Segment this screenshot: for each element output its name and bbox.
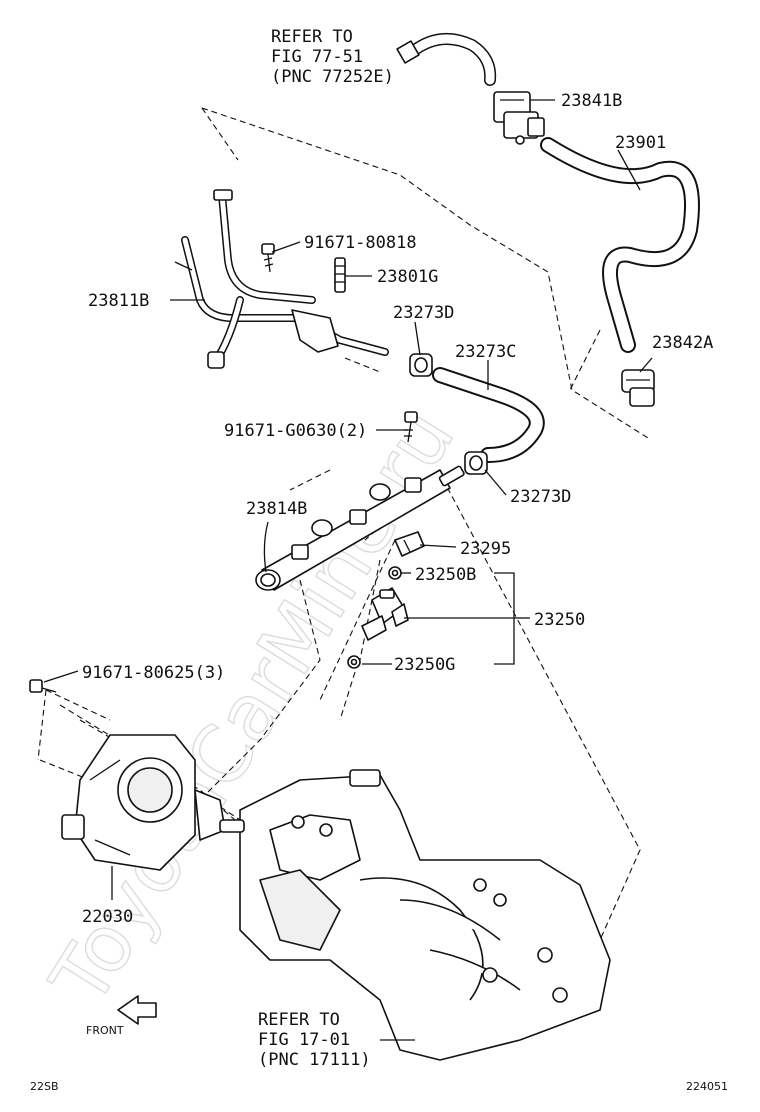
label-91671-80818[interactable]: 91671-80818	[304, 233, 417, 253]
label-23901[interactable]: 23901	[615, 133, 666, 153]
fuel-injector-23250	[361, 587, 409, 641]
reference-bottom-line3: (PNC 17111)	[258, 1050, 371, 1070]
label-23814b[interactable]: 23814B	[246, 499, 307, 519]
label-23842a[interactable]: 23842A	[652, 333, 713, 353]
bolt-91671-80818	[261, 243, 275, 273]
stud-23801g	[334, 257, 346, 293]
footer-code-right: 224051	[686, 1080, 728, 1093]
o-ring-23250g	[347, 655, 361, 669]
label-23273d-bottom[interactable]: 23273D	[510, 487, 571, 507]
vsv-connector-23841b	[493, 91, 545, 145]
o-ring-23250b	[388, 566, 402, 580]
label-23295[interactable]: 23295	[460, 539, 511, 559]
fuel-hose-23273c	[432, 367, 545, 463]
label-23801g[interactable]: 23801G	[377, 267, 438, 287]
label-23250g[interactable]: 23250G	[394, 655, 455, 675]
clip-23295	[394, 531, 425, 557]
label-23250b[interactable]: 23250B	[415, 565, 476, 585]
intake-manifold	[219, 769, 611, 1061]
front-label: FRONT	[86, 1024, 124, 1037]
label-23841b[interactable]: 23841B	[561, 91, 622, 111]
reference-bottom-line1: REFER TO	[258, 1010, 340, 1030]
footer-code-left: 22SB	[30, 1080, 59, 1093]
label-23273c[interactable]: 23273C	[455, 342, 516, 362]
label-23250[interactable]: 23250	[534, 610, 585, 630]
hose-clamp-23273d-top	[409, 353, 433, 377]
hose-clamp-23842a	[621, 369, 655, 407]
label-23811b[interactable]: 23811B	[88, 291, 149, 311]
reference-bottom-line2: FIG 17-01	[258, 1030, 350, 1050]
reference-top-line1: REFER TO	[271, 27, 353, 47]
label-91671-80625[interactable]: 91671-80625(3)	[82, 663, 225, 683]
reference-top-line3: (PNC 77252E)	[271, 67, 394, 87]
vacuum-hose-top	[396, 32, 497, 86]
label-91671-g0630[interactable]: 91671-G0630(2)	[224, 421, 367, 441]
label-23273d-top[interactable]: 23273D	[393, 303, 454, 323]
fuel-delivery-pipe-23814b	[255, 465, 465, 591]
leader-lines	[43, 99, 653, 1041]
front-arrow-icon	[117, 995, 157, 1025]
label-22030[interactable]: 22030	[82, 907, 133, 927]
fuel-hose-23901	[540, 137, 700, 353]
reference-top-line2: FIG 77-51	[271, 47, 363, 67]
throttle-body-22030	[61, 734, 226, 871]
fuel-pipe-23811b	[174, 189, 389, 369]
bolt-91671-80625	[29, 679, 57, 693]
hose-clamp-23273d-bottom	[464, 451, 488, 475]
